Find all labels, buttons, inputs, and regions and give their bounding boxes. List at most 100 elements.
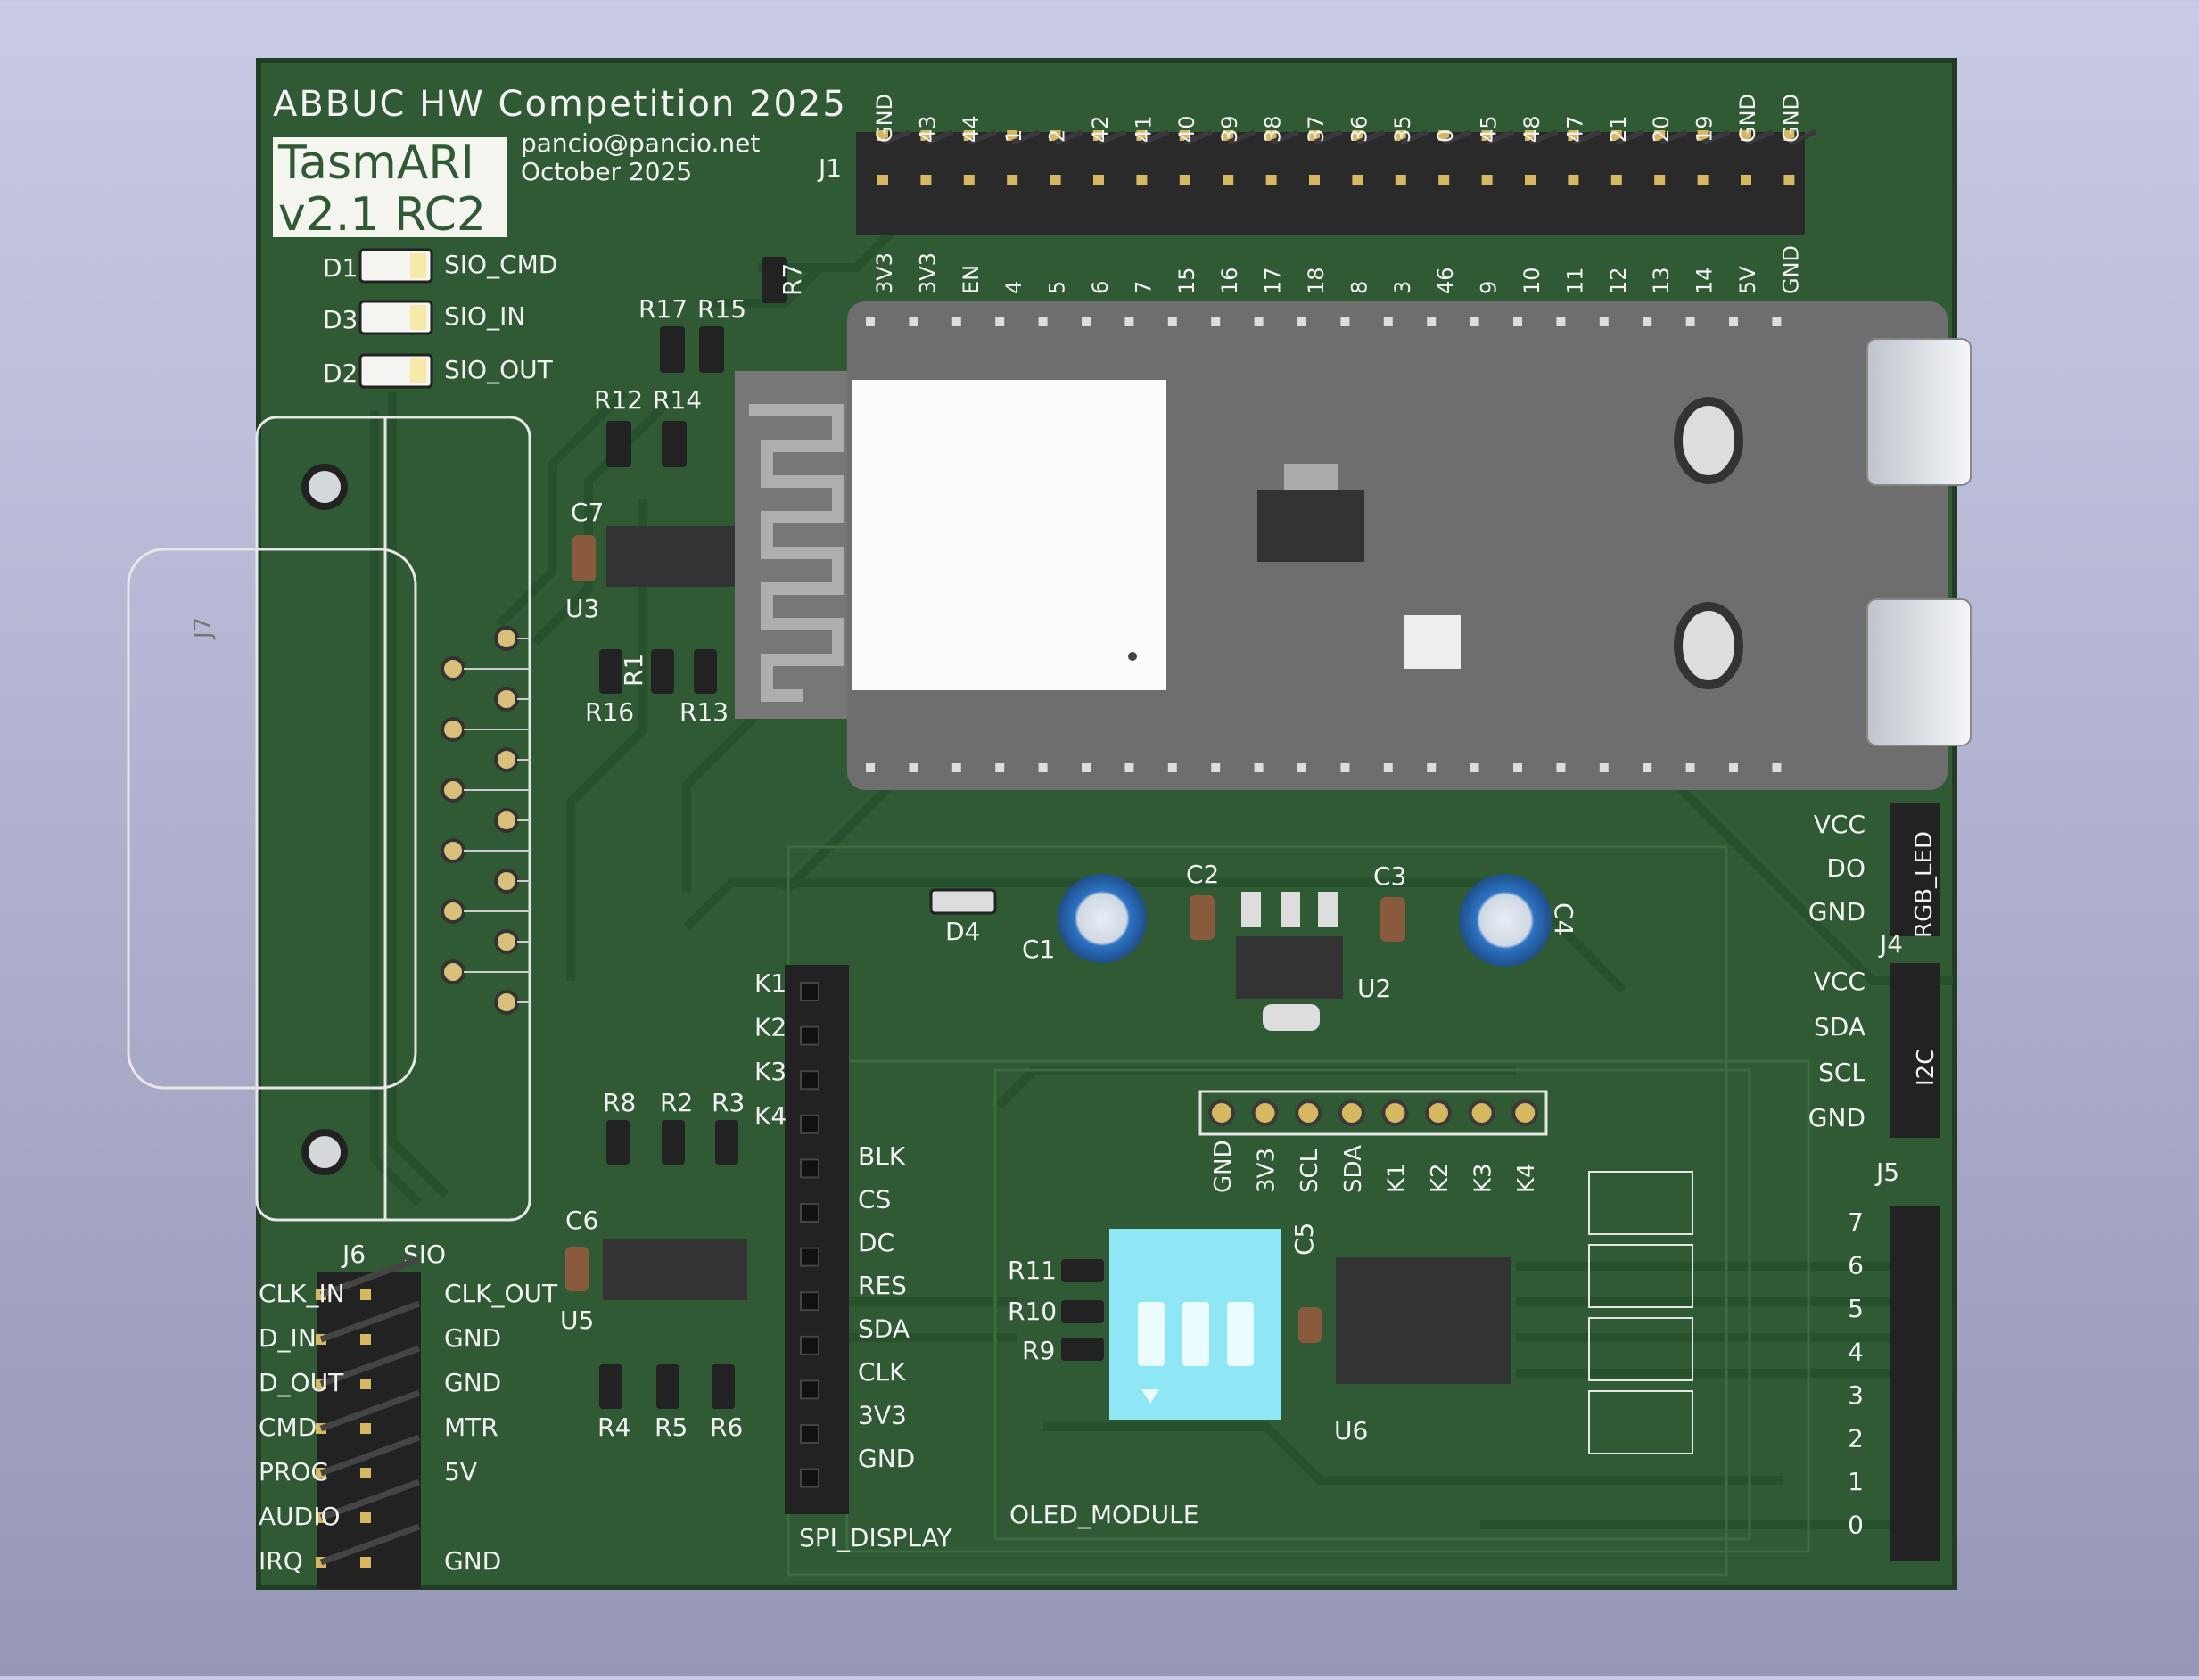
sio-right-label: GND xyxy=(444,1546,501,1576)
spi-key-label: K3 xyxy=(754,1057,787,1086)
spi-pin-label: RES xyxy=(858,1271,907,1300)
oled-pin-label: GND xyxy=(1210,1140,1237,1193)
u2-label: U2 xyxy=(1357,974,1391,1003)
j1-pin xyxy=(963,175,975,185)
db-pin xyxy=(494,929,519,954)
spi-pin xyxy=(800,1468,819,1488)
j1-pin xyxy=(1265,130,1277,141)
j1-pin xyxy=(1697,175,1709,185)
esp32-header-holes xyxy=(866,317,1782,772)
oled-pin-frame xyxy=(1198,1090,1548,1136)
esp-hole xyxy=(1470,317,1479,326)
j1-top-label: GND xyxy=(1778,94,1803,143)
j1-top-label: 37 xyxy=(1304,115,1329,143)
oled-pin xyxy=(1425,1099,1452,1126)
reset-button xyxy=(1674,602,1743,689)
j1-pin xyxy=(1352,175,1363,185)
oled-module-title: OLED_MODULE xyxy=(1009,1500,1198,1529)
esp-hole xyxy=(1772,317,1782,326)
j6-pins xyxy=(316,1256,421,1568)
io-pin-label: 2 xyxy=(1848,1424,1864,1454)
j1-pin xyxy=(877,130,888,141)
db-pin xyxy=(494,869,519,894)
j1-top-label: 21 xyxy=(1606,115,1631,143)
spi-pin xyxy=(800,1335,819,1355)
esp-hole xyxy=(1427,317,1437,326)
j1-bottom-label: 5V xyxy=(1735,266,1760,294)
r8-label: R8 xyxy=(603,1088,636,1117)
io-pin-label: 5 xyxy=(1848,1294,1864,1323)
j1-pin xyxy=(1050,175,1061,185)
usb-port-bottom xyxy=(1866,598,1972,746)
sio-pin-leg xyxy=(319,1389,421,1432)
j1-pin xyxy=(1783,175,1795,185)
oled-pin-label: K3 xyxy=(1470,1163,1497,1193)
j1-pin xyxy=(1481,130,1493,141)
j1-pin xyxy=(1223,130,1234,141)
board-version: v2.1 RC2 xyxy=(278,188,486,242)
io-pin-label: 0 xyxy=(1848,1511,1864,1540)
oled-pin xyxy=(1468,1099,1495,1126)
c1-label: C1 xyxy=(1022,935,1055,964)
c5-label: C5 xyxy=(1289,1223,1319,1256)
u6-chip xyxy=(1336,1257,1511,1384)
sio-right-label: CLK_OUT xyxy=(444,1279,558,1308)
esp-hole xyxy=(1599,763,1609,772)
i2c-side-label: I2C xyxy=(1913,1049,1940,1086)
j1-pin-leg xyxy=(1788,129,1817,145)
j1-top-label: 41 xyxy=(1131,115,1156,143)
esp32-devkit xyxy=(735,301,1972,790)
sio-pin xyxy=(360,1289,371,1300)
j1-pin xyxy=(1093,175,1104,185)
sio-pin-leg xyxy=(319,1300,421,1343)
r9-label: R9 xyxy=(1022,1336,1055,1365)
j1-pin-leg xyxy=(1399,129,1429,145)
j1-pin-leg xyxy=(1744,129,1775,145)
sio-pin-leg xyxy=(319,1345,421,1388)
sio-right-label: GND xyxy=(444,1323,501,1353)
spi-pin xyxy=(800,1070,819,1091)
resistor-group-top: R7 R17 R15 R12 R14 C7 U3 R1 R16 R13 xyxy=(565,257,807,727)
j1-pin-leg xyxy=(925,129,954,145)
u5-chip xyxy=(603,1239,747,1300)
oled-pin-label: K4 xyxy=(1513,1163,1540,1193)
spi-pin-label: GND xyxy=(858,1444,915,1473)
j1-bottom-label: 5 xyxy=(1045,281,1070,294)
sio-right-label: GND xyxy=(444,1368,501,1397)
j1-top-label: 39 xyxy=(1217,115,1242,143)
capacitor-c4 xyxy=(1459,874,1552,967)
led-lens xyxy=(410,305,426,330)
j1-pin xyxy=(1610,175,1622,185)
esp-hole xyxy=(1427,763,1437,772)
esp-hole xyxy=(1124,317,1134,326)
oled-pin xyxy=(1511,1099,1539,1126)
spi-pin-label: BLK xyxy=(858,1141,906,1171)
db-pin xyxy=(441,899,465,924)
j1-ref: J1 xyxy=(817,153,842,183)
arrow-down-icon xyxy=(1141,1389,1159,1404)
regulator-chip xyxy=(1257,490,1364,562)
spi-pins xyxy=(800,982,819,1488)
u5-label: U5 xyxy=(560,1305,594,1335)
db-pin xyxy=(441,959,465,984)
j7-pins xyxy=(441,626,530,1015)
esp-hole xyxy=(1643,317,1652,326)
esp-hole xyxy=(1383,763,1393,772)
sio-pin-leg xyxy=(319,1478,421,1521)
j1-top-label: 48 xyxy=(1520,115,1544,143)
j1-top-label: 2 xyxy=(1045,129,1070,143)
j1-pin-leg xyxy=(1270,129,1299,145)
spi-pin xyxy=(800,1114,819,1134)
sio-pin-leg xyxy=(319,1434,421,1477)
u2-chip xyxy=(1236,936,1343,999)
j1-pin xyxy=(1481,175,1493,185)
j1-pin xyxy=(1050,130,1061,141)
